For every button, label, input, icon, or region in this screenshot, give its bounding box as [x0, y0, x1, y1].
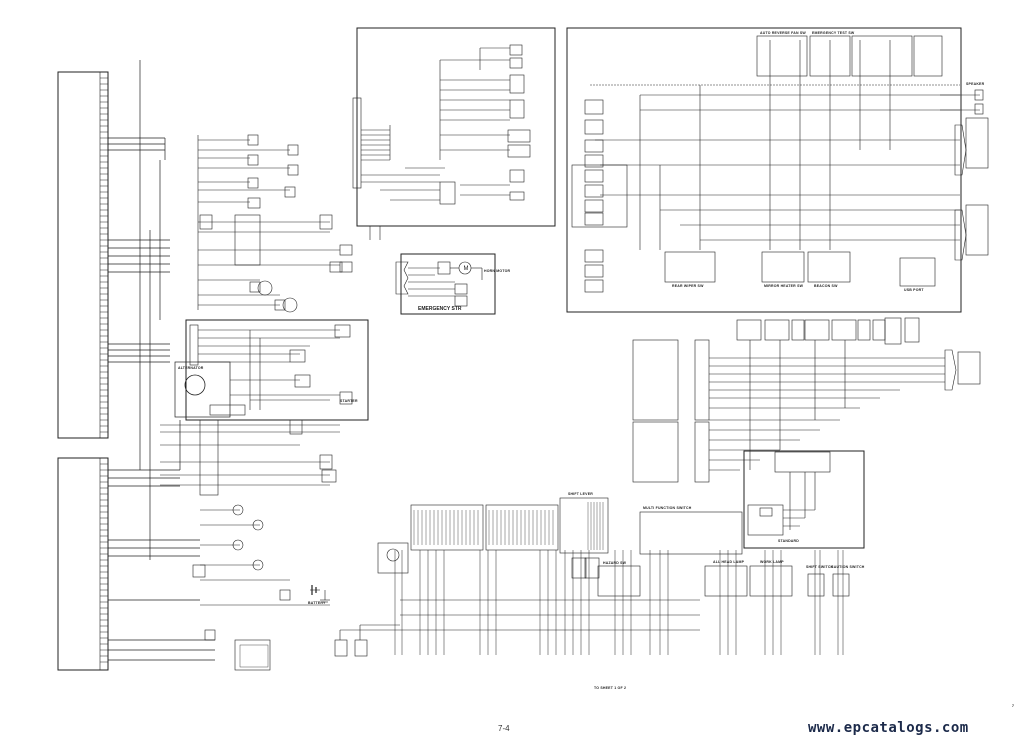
auto-reverse-fan-sw-label: AUTO REVERSE FAN SW — [760, 31, 806, 35]
caution-switch-label: CAUTION SWITCH — [831, 565, 865, 569]
standard-label: STANDARD — [778, 539, 799, 543]
hazard-sw-label: HAZARD SW — [603, 561, 627, 565]
top-right-panel — [566, 27, 989, 313]
speaker-label: SPEAKER — [966, 82, 985, 86]
beacon-sw-label: BEACON SW — [814, 284, 838, 288]
watermark-link[interactable]: www.epcatalogs.com — [808, 720, 969, 736]
left-harness-wires — [108, 60, 215, 661]
lower-left-relay-block — [160, 419, 340, 671]
horn-motor-label: HORN MOTOR — [484, 269, 511, 273]
mid-left-relay-panel — [174, 319, 369, 421]
emergency-str-label: EMERGENCY STR — [418, 306, 462, 312]
emergency-test-sw-label: EMERGENCY TEST SW — [812, 31, 855, 35]
corner-mark: 7 — [1012, 704, 1015, 708]
controller-connector-lower — [57, 457, 109, 671]
page-number: 7-4 — [498, 724, 510, 733]
right-switch-bank — [632, 317, 981, 483]
work-lamp-label: WORK LAMP — [760, 560, 784, 564]
battery-label: BATTERY — [308, 601, 326, 605]
shift-switch-label: SHIFT SWITCH — [806, 565, 834, 569]
controller-connector-upper — [57, 71, 109, 439]
shift-lever-label: SHIFT LEVER — [568, 492, 593, 496]
to-sheet-label: TO SHEET 1 OF 2 — [594, 686, 627, 690]
motor-m-glyph: M — [464, 266, 469, 272]
mirror-heater-sw-label: MIRROR HEATER SW — [764, 284, 804, 288]
bottom-center-cluster — [334, 497, 850, 657]
emergency-str-panel: M — [395, 253, 496, 315]
usb-port-label: USB PORT — [904, 288, 924, 292]
multi-function-switch-label: MULTI FUNCTION SWITCH — [643, 506, 692, 510]
starter-label: STARTER — [340, 399, 358, 403]
all-head-lamp-label: ALL HEAD LAMP — [713, 560, 745, 564]
switch-cluster-upper-left — [197, 134, 353, 313]
standard-box — [743, 450, 865, 549]
rear-wiper-sw-label: REAR WIPER SW — [672, 284, 704, 288]
alternator-label: ALTERNATOR — [178, 366, 204, 370]
top-center-panel — [352, 27, 556, 240]
